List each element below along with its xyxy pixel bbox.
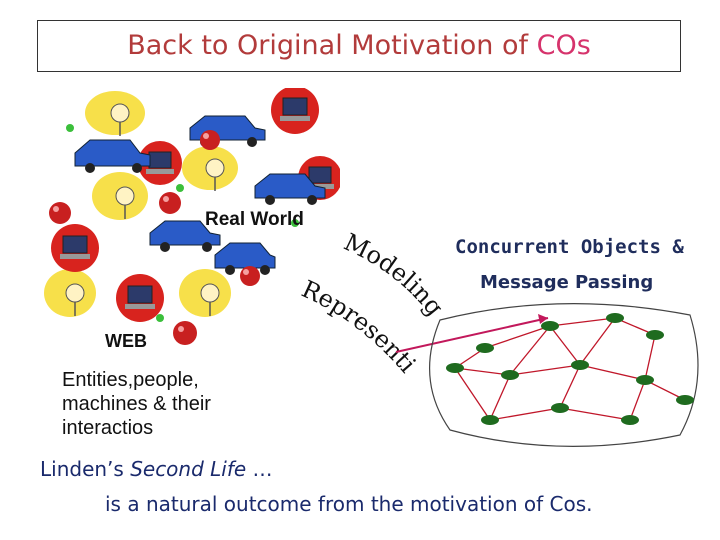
entities-text: Entities,people, machines & their intera… (62, 368, 211, 440)
object-network (410, 290, 710, 450)
linden-suffix: … (246, 457, 272, 481)
laptop-icon (116, 274, 164, 322)
person-icon (182, 146, 238, 191)
apple-icon (159, 192, 181, 214)
natural-outcome-text: is a natural outcome from the motivation… (105, 492, 593, 516)
apple-icon (240, 266, 260, 286)
laptop-icon (51, 224, 99, 272)
real-world-collage (40, 88, 340, 378)
title-highlight: COs (537, 30, 591, 61)
apple-icon (49, 202, 71, 224)
person-icon (179, 269, 231, 317)
title-prefix: Back to Original Motivation of (127, 30, 536, 61)
laptop-icon (271, 88, 319, 134)
apple-icon (173, 321, 197, 345)
second-life-text: Second Life (130, 457, 246, 481)
apple-icon (200, 130, 220, 150)
person-icon (92, 172, 148, 220)
person-icon (85, 91, 145, 136)
real-world-label: Real World (205, 209, 304, 231)
linden-prefix: Linden’s (40, 457, 130, 481)
linden-line: Linden’s Second Life … (40, 457, 273, 481)
car-icon (75, 140, 150, 173)
title-box: Back to Original Motivation of COs (37, 20, 681, 72)
person-icon (44, 269, 96, 317)
web-label: WEB (105, 331, 147, 352)
concurrent-objects-label: Concurrent Objects & (455, 236, 684, 258)
slide-title: Back to Original Motivation of COs (127, 30, 591, 61)
